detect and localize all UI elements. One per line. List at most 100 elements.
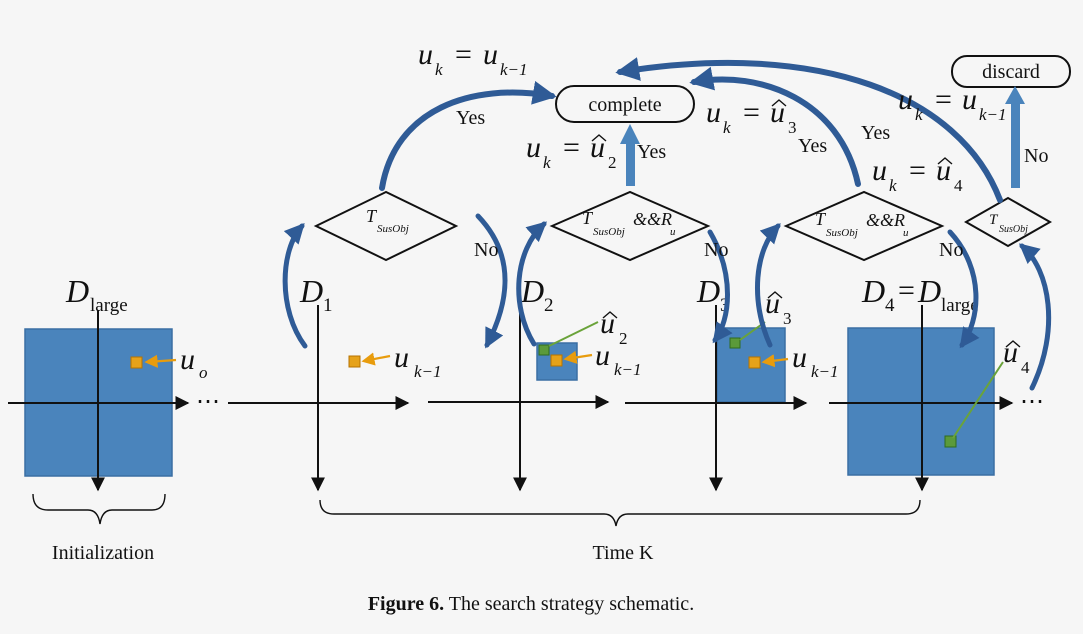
time-axis [8,395,1014,410]
svg-text:SusObj: SusObj [999,224,1028,235]
point-u0 [130,356,143,369]
yes-label-d4: Yes [861,122,890,144]
svg-text:k−1: k−1 [414,362,442,381]
svg-text:k−1: k−1 [500,60,528,79]
svg-text:u: u [526,131,541,164]
svg-text:u: u [595,339,610,372]
svg-text:D: D [696,273,720,309]
svg-text:SusObj: SusObj [377,223,409,235]
svg-text:large: large [90,295,128,316]
ellipsis-1: ⋯ [196,389,220,415]
svg-text:SusObj: SusObj [593,226,625,238]
svg-text:&&R: &&R [633,209,672,229]
svg-text:u: u [600,307,615,340]
arrow-uk1-d1 [361,352,391,366]
label-uk1-d1: u k−1 [394,341,442,381]
svg-text:u: u [418,38,433,71]
terminal-complete: complete [555,85,695,123]
label-uk1-d3: u k−1 [792,341,839,381]
equation-uk-eq-uk1-right: u k = u k−1 [898,83,1007,124]
svg-text:D: D [520,273,544,309]
svg-text:discard: discard [982,61,1040,83]
svg-text:=: = [898,274,915,307]
svg-text:k−1: k−1 [811,362,839,381]
figure-caption: Figure 6. The search strategy schematic. [368,593,694,615]
equation-uk-eq-uhat4: u k = u 4 [872,154,963,195]
svg-text:k: k [543,153,551,172]
label-u0: u o [180,343,208,382]
svg-text:2: 2 [608,153,617,172]
yes-label-d2: Yes [637,141,666,163]
svg-text:&&R: &&R [866,210,905,230]
svg-text:D: D [65,273,89,309]
label-uhat4: u 4 [1003,336,1030,377]
svg-text:D: D [299,273,323,309]
svg-text:3: 3 [788,118,797,137]
svg-text:3: 3 [783,309,792,328]
svg-text:T: T [989,212,999,228]
svg-text:=: = [909,154,926,187]
svg-text:T: T [815,209,827,229]
caption-label: Figure 6. [368,593,444,615]
svg-text:k: k [889,176,897,195]
svg-text:2: 2 [619,329,628,348]
svg-text:k: k [723,118,731,137]
no-label-d1: No [474,239,498,261]
arrow-d4-to-discard [1005,86,1025,188]
brace-initialization [32,493,166,525]
svg-text:u: u [765,287,780,320]
svg-text:=: = [455,38,472,71]
arrow-uhat2 [548,321,599,347]
brace-time-label: Time K [593,542,655,564]
label-uhat2: u 2 [600,307,628,348]
svg-text:u: u [962,83,977,116]
decision-2: T SusObj &&R u [549,190,711,262]
caption-text: The search strategy schematic. [444,593,694,615]
brace-time [319,499,921,527]
svg-text:T: T [366,206,378,226]
label-uhat3: u 3 [765,287,792,328]
svg-text:o: o [199,363,208,382]
no-label-d2: No [704,239,728,261]
svg-text:D: D [917,273,941,309]
svg-text:=: = [743,96,760,129]
decision-3: T SusObj &&R u [783,190,945,262]
no-label-d3: No [939,239,963,261]
arrow-u0 [144,354,177,368]
svg-text:4: 4 [885,295,895,316]
svg-text:k−1: k−1 [979,105,1007,124]
label-d1: D 1 [299,273,333,316]
svg-text:k: k [915,105,923,124]
brace-initialization-label: Initialization [52,542,154,564]
arrow-uk1-d2 [563,350,593,364]
svg-text:4: 4 [1021,358,1030,377]
svg-text:=: = [563,131,580,164]
svg-text:u: u [792,341,807,374]
label-d2: D 2 [520,273,554,316]
svg-text:u: u [903,227,909,239]
terminal-discard: discard [951,55,1071,88]
svg-text:u: u [670,226,676,238]
curved-arrows [282,57,1052,391]
svg-text:T: T [582,208,594,228]
yes-label-d3: Yes [798,135,827,157]
point-uk1-d3 [748,356,761,369]
svg-text:large: large [941,295,979,316]
svg-text:SusObj: SusObj [826,227,858,239]
svg-text:D: D [861,273,885,309]
arrow-uk1-d3 [761,354,789,368]
vertical-axes [91,305,929,492]
label-uk1-d2: u k−1 [595,339,642,379]
label-d4: D 4 = D large [861,273,979,316]
svg-text:k: k [435,60,443,79]
arrow-uhat4 [952,361,1004,439]
svg-text:complete: complete [588,94,661,116]
equation-uk-eq-uk1-left: u k = u k−1 [418,38,528,79]
svg-text:=: = [935,83,952,116]
point-uk1-d2 [550,354,563,367]
svg-text:u: u [898,83,913,116]
svg-text:u: u [706,96,721,129]
equation-uk-eq-uhat2: u k = u 2 [526,131,617,172]
svg-text:u: u [180,343,195,376]
